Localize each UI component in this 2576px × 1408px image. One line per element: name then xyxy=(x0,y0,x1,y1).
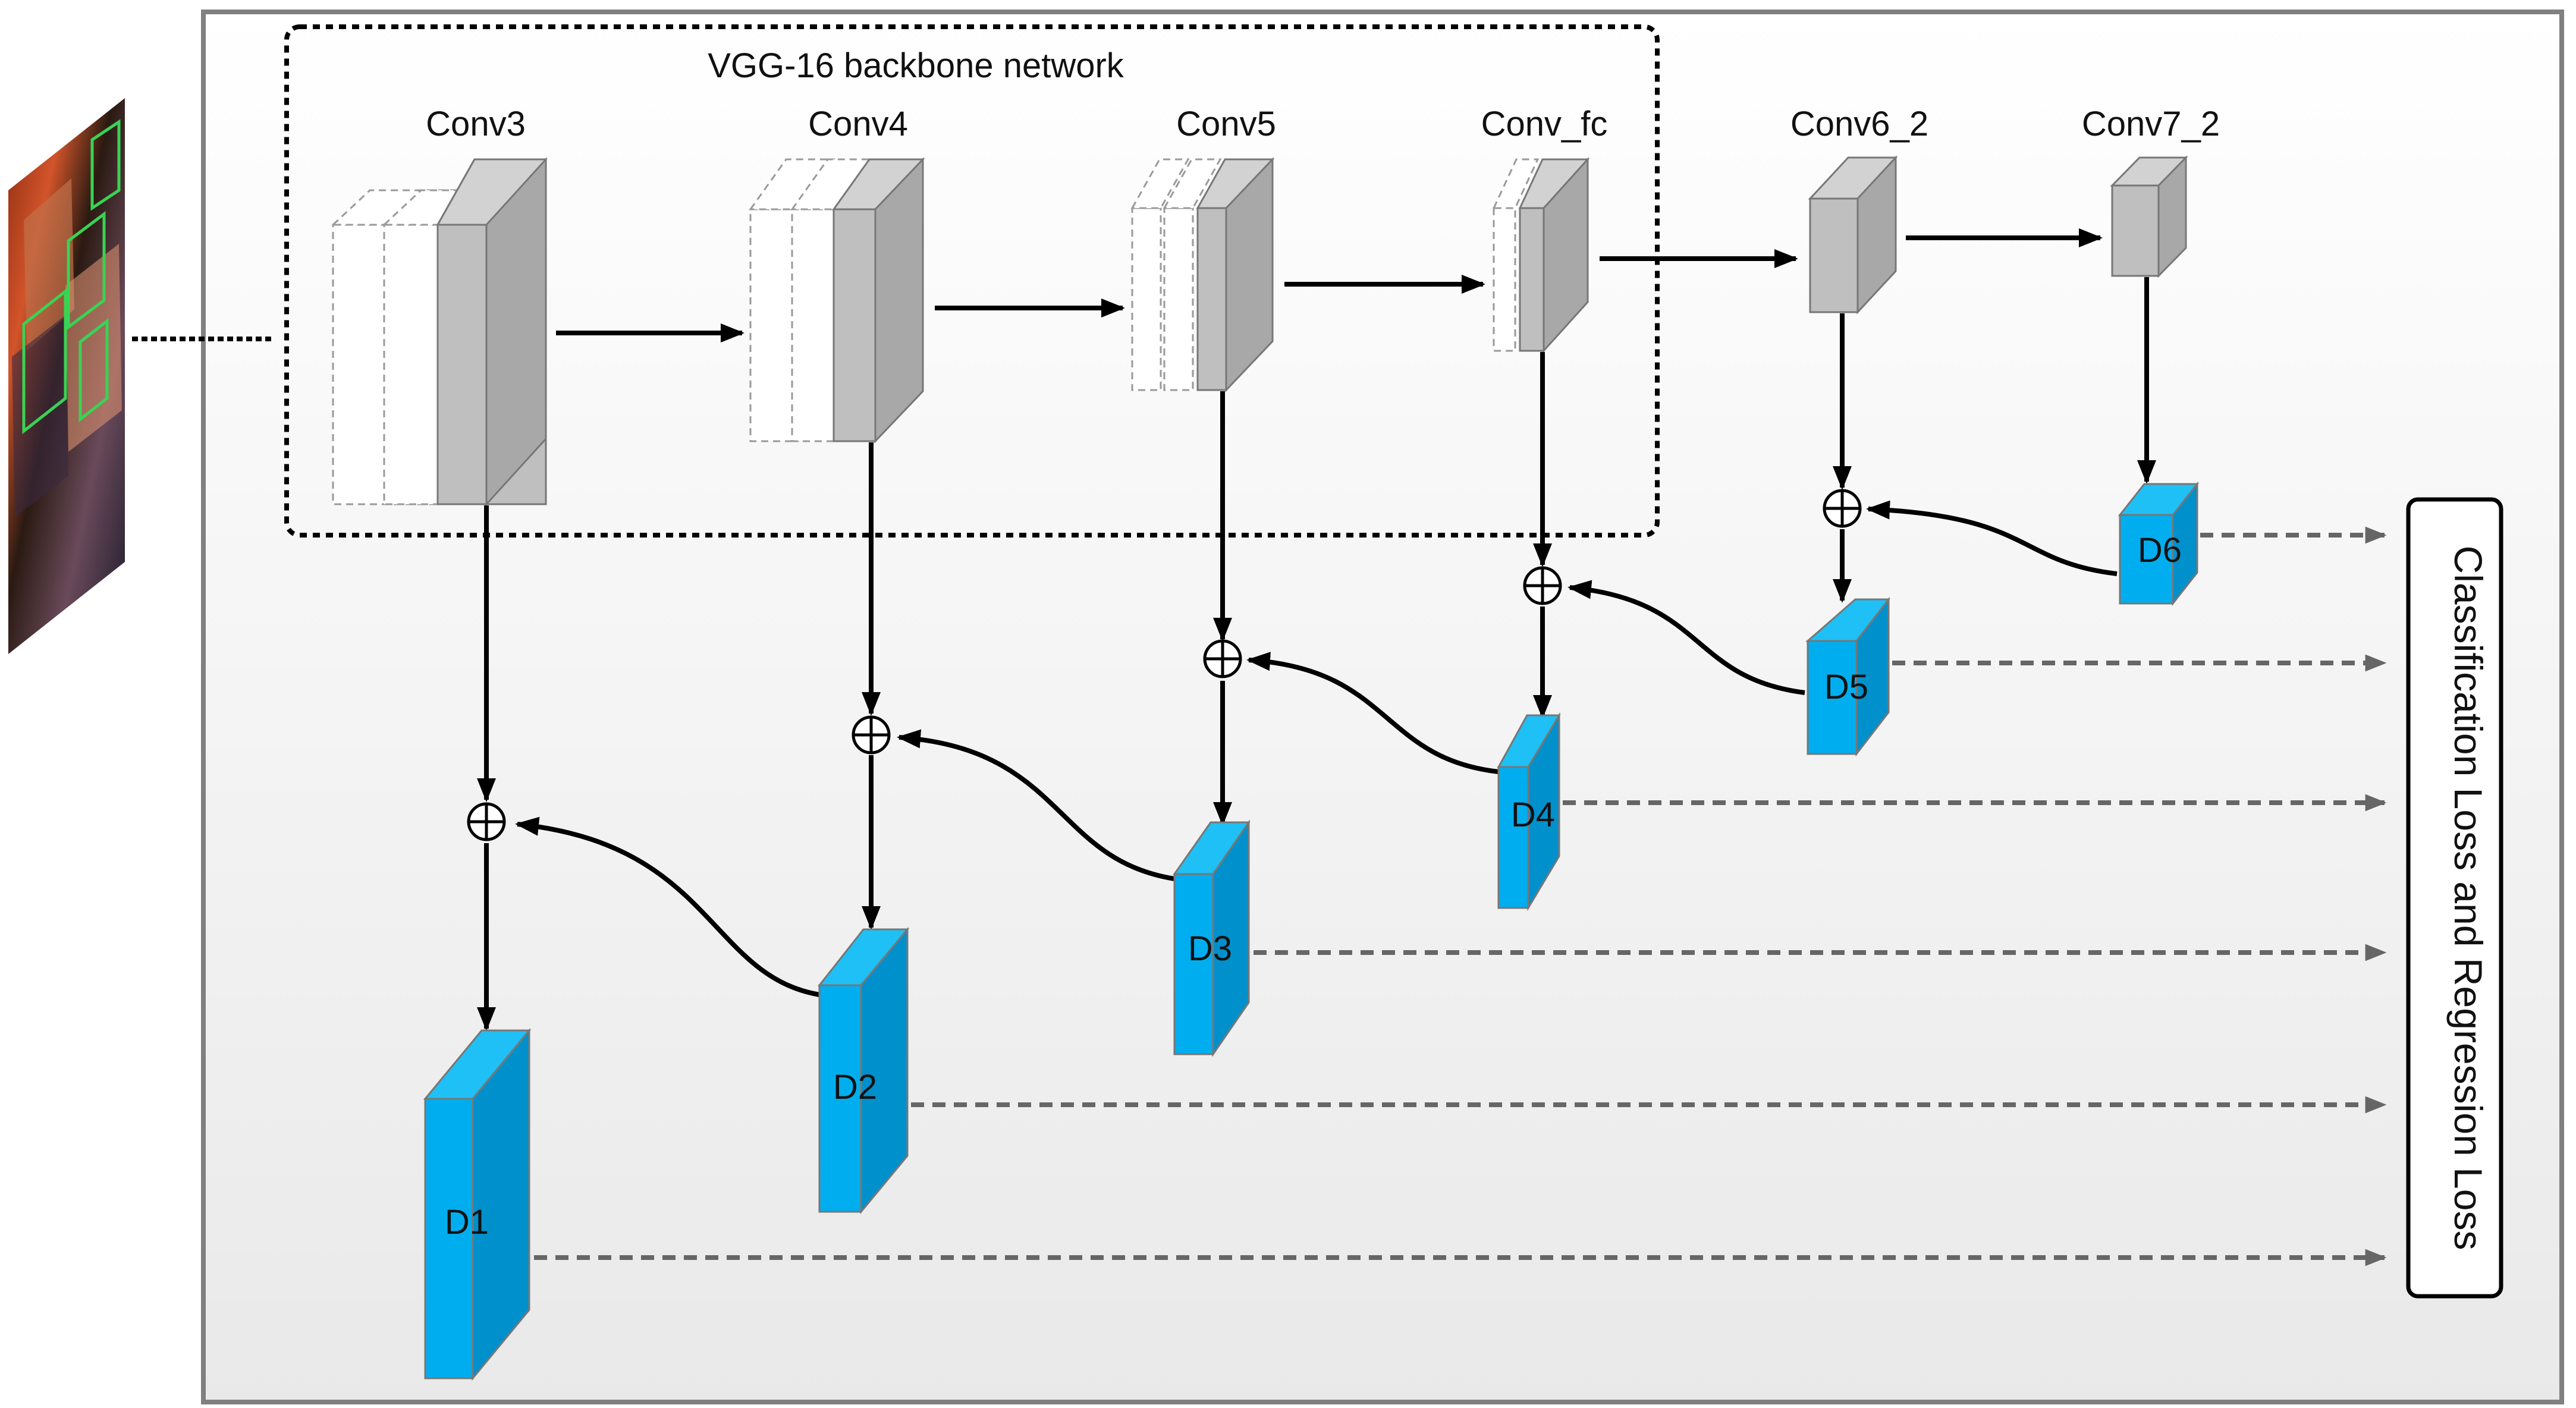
curve-d5-merge4 xyxy=(1567,580,1805,695)
conv4-label: Conv4 xyxy=(808,105,908,143)
conv7-2-block xyxy=(2110,155,2188,278)
curve-d2-merge1 xyxy=(515,816,820,997)
d5-block xyxy=(1805,596,1891,757)
curve-d6-merge5 xyxy=(1866,500,2118,576)
conv6-2-block xyxy=(1808,155,1898,315)
circled-plus-icon xyxy=(1523,566,1562,605)
conv-fc-label: Conv_fc xyxy=(1481,105,1608,143)
d4-block xyxy=(1497,712,1561,912)
d6-label: D6 xyxy=(2138,531,2182,570)
d3-block xyxy=(1173,819,1251,1057)
loss-box xyxy=(2406,497,2503,1299)
conv6-2-label: Conv6_2 xyxy=(1790,105,1928,143)
d2-label: D2 xyxy=(833,1068,877,1107)
d2-block xyxy=(817,926,910,1215)
d4-label: D4 xyxy=(1511,796,1555,834)
conv7-2-label: Conv7_2 xyxy=(2082,105,2220,143)
input-image-icon xyxy=(8,98,125,654)
face-box xyxy=(22,288,67,435)
d1-block xyxy=(423,1027,532,1381)
curve-d4-merge3 xyxy=(1246,652,1499,774)
backbone-box xyxy=(284,24,1660,538)
main-panel xyxy=(201,10,2564,1404)
circled-plus-icon xyxy=(1203,639,1242,678)
conv3-block xyxy=(331,157,548,507)
d5-label: D5 xyxy=(1824,668,1868,706)
loss-label: Classification Loss and Regression Loss xyxy=(2446,546,2490,1250)
conv3-label: Conv3 xyxy=(426,105,526,143)
curve-d3-merge2 xyxy=(897,729,1175,881)
conv4-block xyxy=(749,157,925,444)
conv5-block xyxy=(1130,157,1275,392)
conv-fc-block xyxy=(1492,157,1590,353)
d3-label: D3 xyxy=(1188,929,1232,968)
face-box xyxy=(67,211,106,330)
circled-plus-icon xyxy=(467,802,506,841)
circled-plus-icon xyxy=(1823,489,1862,528)
d1-label: D1 xyxy=(445,1203,489,1242)
backbone-label: VGG-16 backbone network xyxy=(708,46,1124,85)
circled-plus-icon xyxy=(852,715,891,755)
face-box xyxy=(78,318,109,423)
conv5-label: Conv5 xyxy=(1176,105,1276,143)
face-box xyxy=(90,119,121,211)
d6-block xyxy=(2118,481,2200,606)
